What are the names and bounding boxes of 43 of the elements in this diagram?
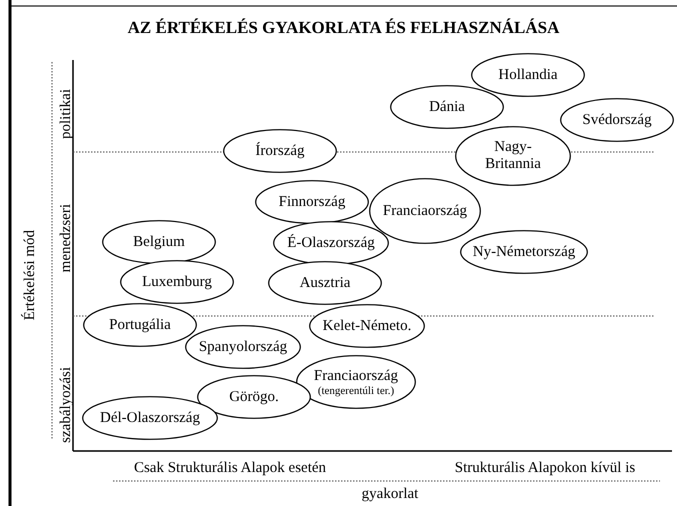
country-ellipse [223, 129, 337, 173]
axis-label: Strukturális Alapokon kívül is [454, 460, 636, 476]
country-name: É-Olaszország [287, 234, 375, 252]
country-name: Nagy- Britannia [484, 139, 542, 173]
country-name: Ausztria [300, 274, 350, 292]
country-name: Svédország [582, 112, 652, 128]
country-ellipse [255, 180, 369, 224]
country-ellipse [460, 230, 588, 274]
axis-title: gyakorlat [362, 486, 418, 502]
country-name: Finnország [278, 194, 346, 210]
country-name: Franciaország [382, 202, 468, 220]
country-ellipse [273, 221, 389, 265]
country-name: Dél-Olaszország [100, 410, 200, 426]
country-ellipse [120, 260, 234, 304]
country-ellipse [309, 304, 425, 348]
country-name: Kelet-Németo. [322, 318, 412, 334]
country-name: Görögo. [229, 388, 279, 406]
country-ellipse [390, 85, 504, 129]
axis-label: menedzseri [58, 204, 74, 272]
country-ellipse [471, 53, 585, 97]
country-name: Belgium [133, 234, 185, 250]
country-name: Spanyolország [198, 338, 288, 356]
country-name: Hollandia [498, 66, 558, 84]
country-ellipse [83, 303, 197, 347]
country-ellipse [82, 396, 218, 440]
country-ellipse [185, 325, 301, 369]
country-name: Luxemburg [142, 274, 212, 290]
country-name: Dánia [429, 98, 465, 116]
country-name: Portugália [109, 316, 171, 334]
axis-label: szabályozási [58, 367, 74, 443]
axis-title: Értékelési mód [22, 230, 38, 320]
country-name: Írország [255, 142, 305, 160]
country-ellipse [455, 126, 571, 186]
country-name: Ny-Németország [472, 244, 576, 260]
axis-label: Csak Strukturális Alapok esetén [134, 460, 326, 476]
note-text: (tengerentúli ter.) [318, 384, 394, 396]
chart-title: AZ ÉRTÉKELÉS GYAKORLATA ÉS FELHASZNÁLÁSA [126, 18, 560, 38]
country-ellipse [296, 355, 416, 409]
country-ellipse [268, 261, 382, 305]
country-ellipse [560, 98, 674, 142]
axis-label: politikai [58, 89, 74, 139]
country-name: Franciaország [314, 368, 398, 384]
country-ellipse [102, 220, 216, 264]
